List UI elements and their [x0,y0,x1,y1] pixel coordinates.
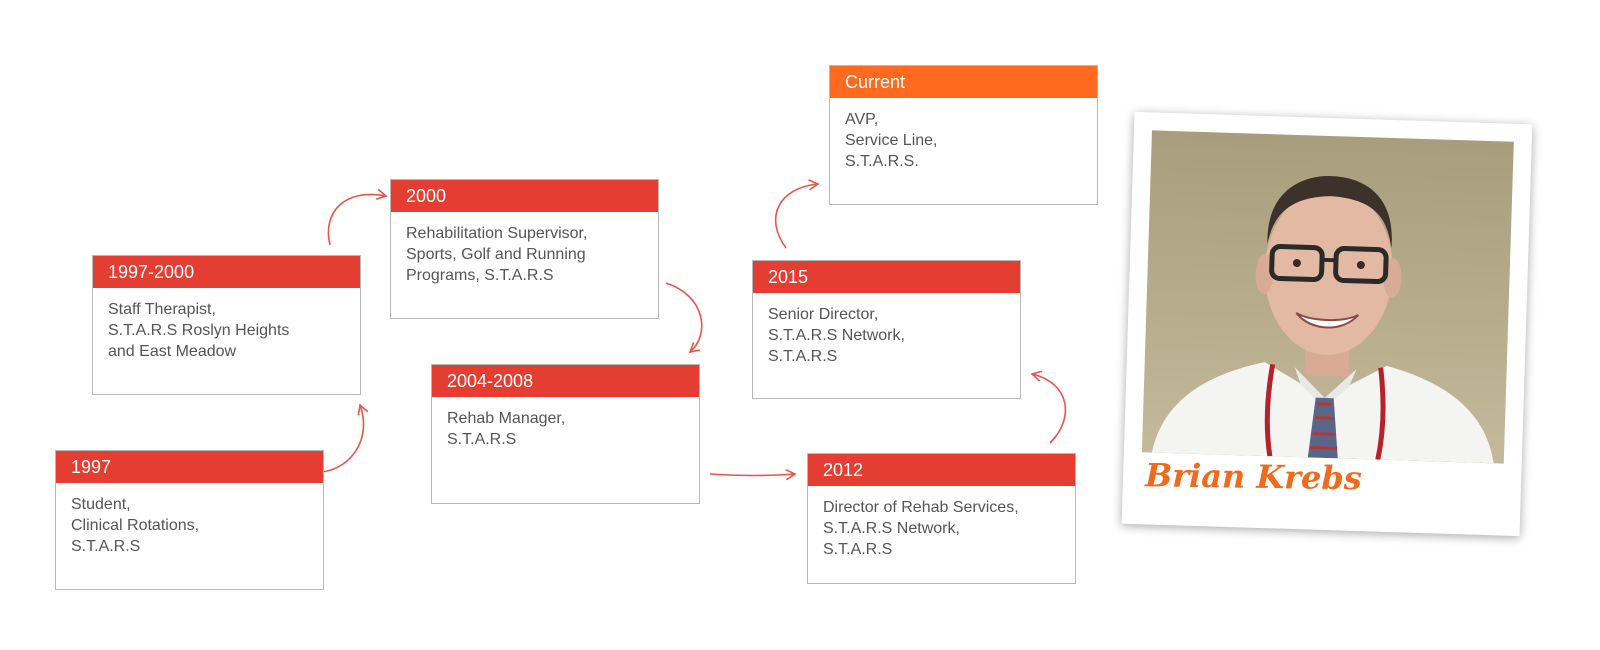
card-line: Sports, Golf and Running [406,246,586,263]
arrow-2004-2008-to-2012 [709,468,797,481]
card-line: Student, [71,496,131,513]
polaroid-portrait: Brian Krebs [1121,111,1533,537]
card-description: Student, Clinical Rotations, S.T.A.R.S [56,483,323,557]
card-description: Senior Director, S.T.A.R.S Network, S.T.… [753,293,1020,367]
card-year: 2015 [753,261,1020,293]
portrait-photo [1141,130,1514,464]
arrow-2012-to-2015 [1030,370,1067,444]
card-description: AVP, Service Line, S.T.A.R.S. [830,98,1097,172]
card-line: S.T.A.R.S Network, [768,327,905,344]
card-line: Rehabilitation Supervisor, [406,225,588,242]
card-description: Director of Rehab Services, S.T.A.R.S Ne… [808,486,1075,560]
card-year: 1997-2000 [93,256,360,288]
card-line: S.T.A.R.S [447,431,517,448]
card-line: Staff Therapist, [108,301,216,318]
card-line: S.T.A.R.S Roslyn Heights [108,322,290,339]
card-line: S.T.A.R.S Network, [823,520,960,537]
card-line: AVP, [845,111,879,128]
card-line: Rehab Manager, [447,410,566,427]
card-line: Director of Rehab Services, [823,499,1019,516]
card-line: Programs, S.T.A.R.S [406,267,554,284]
card-year: 2000 [391,180,658,212]
timeline-card-1997: 1997 Student, Clinical Rotations, S.T.A.… [55,450,324,590]
arrow-1997-2000-to-2000 [327,188,388,246]
card-line: and East Meadow [108,343,237,360]
timeline-card-1997-2000: 1997-2000 Staff Therapist, S.T.A.R.S Ros… [92,255,361,395]
card-description: Rehab Manager, S.T.A.R.S [432,397,699,450]
arrow-1997-to-1997-2000 [321,403,369,473]
card-year: Current [830,66,1097,98]
arrow-2015-to-current [775,179,820,249]
timeline-card-2000: 2000 Rehabilitation Supervisor, Sports, … [390,179,659,319]
card-line: S.T.A.R.S [823,541,893,558]
portrait-name: Brian Krebs [1144,456,1363,498]
timeline-card-2004-2008: 2004-2008 Rehab Manager, S.T.A.R.S [431,364,700,504]
card-year: 2012 [808,454,1075,486]
card-description: Rehabilitation Supervisor, Sports, Golf … [391,212,658,286]
timeline-card-current: Current AVP, Service Line, S.T.A.R.S. [829,65,1098,205]
card-line: S.T.A.R.S [71,538,141,555]
card-year: 2004-2008 [432,365,699,397]
person-illustration [1151,176,1494,464]
card-year: 1997 [56,451,323,483]
card-line: Senior Director, [768,306,879,323]
timeline-card-2015: 2015 Senior Director, S.T.A.R.S Network,… [752,260,1021,399]
timeline-card-2012: 2012 Director of Rehab Services, S.T.A.R… [807,453,1076,584]
card-description: Staff Therapist, S.T.A.R.S Roslyn Height… [93,288,360,362]
card-line: Clinical Rotations, [71,517,200,534]
card-line: S.T.A.R.S [768,348,838,365]
arrow-2000-to-2004-2008 [665,282,703,354]
card-line: S.T.A.R.S. [845,153,919,170]
card-line: Service Line, [845,132,938,149]
